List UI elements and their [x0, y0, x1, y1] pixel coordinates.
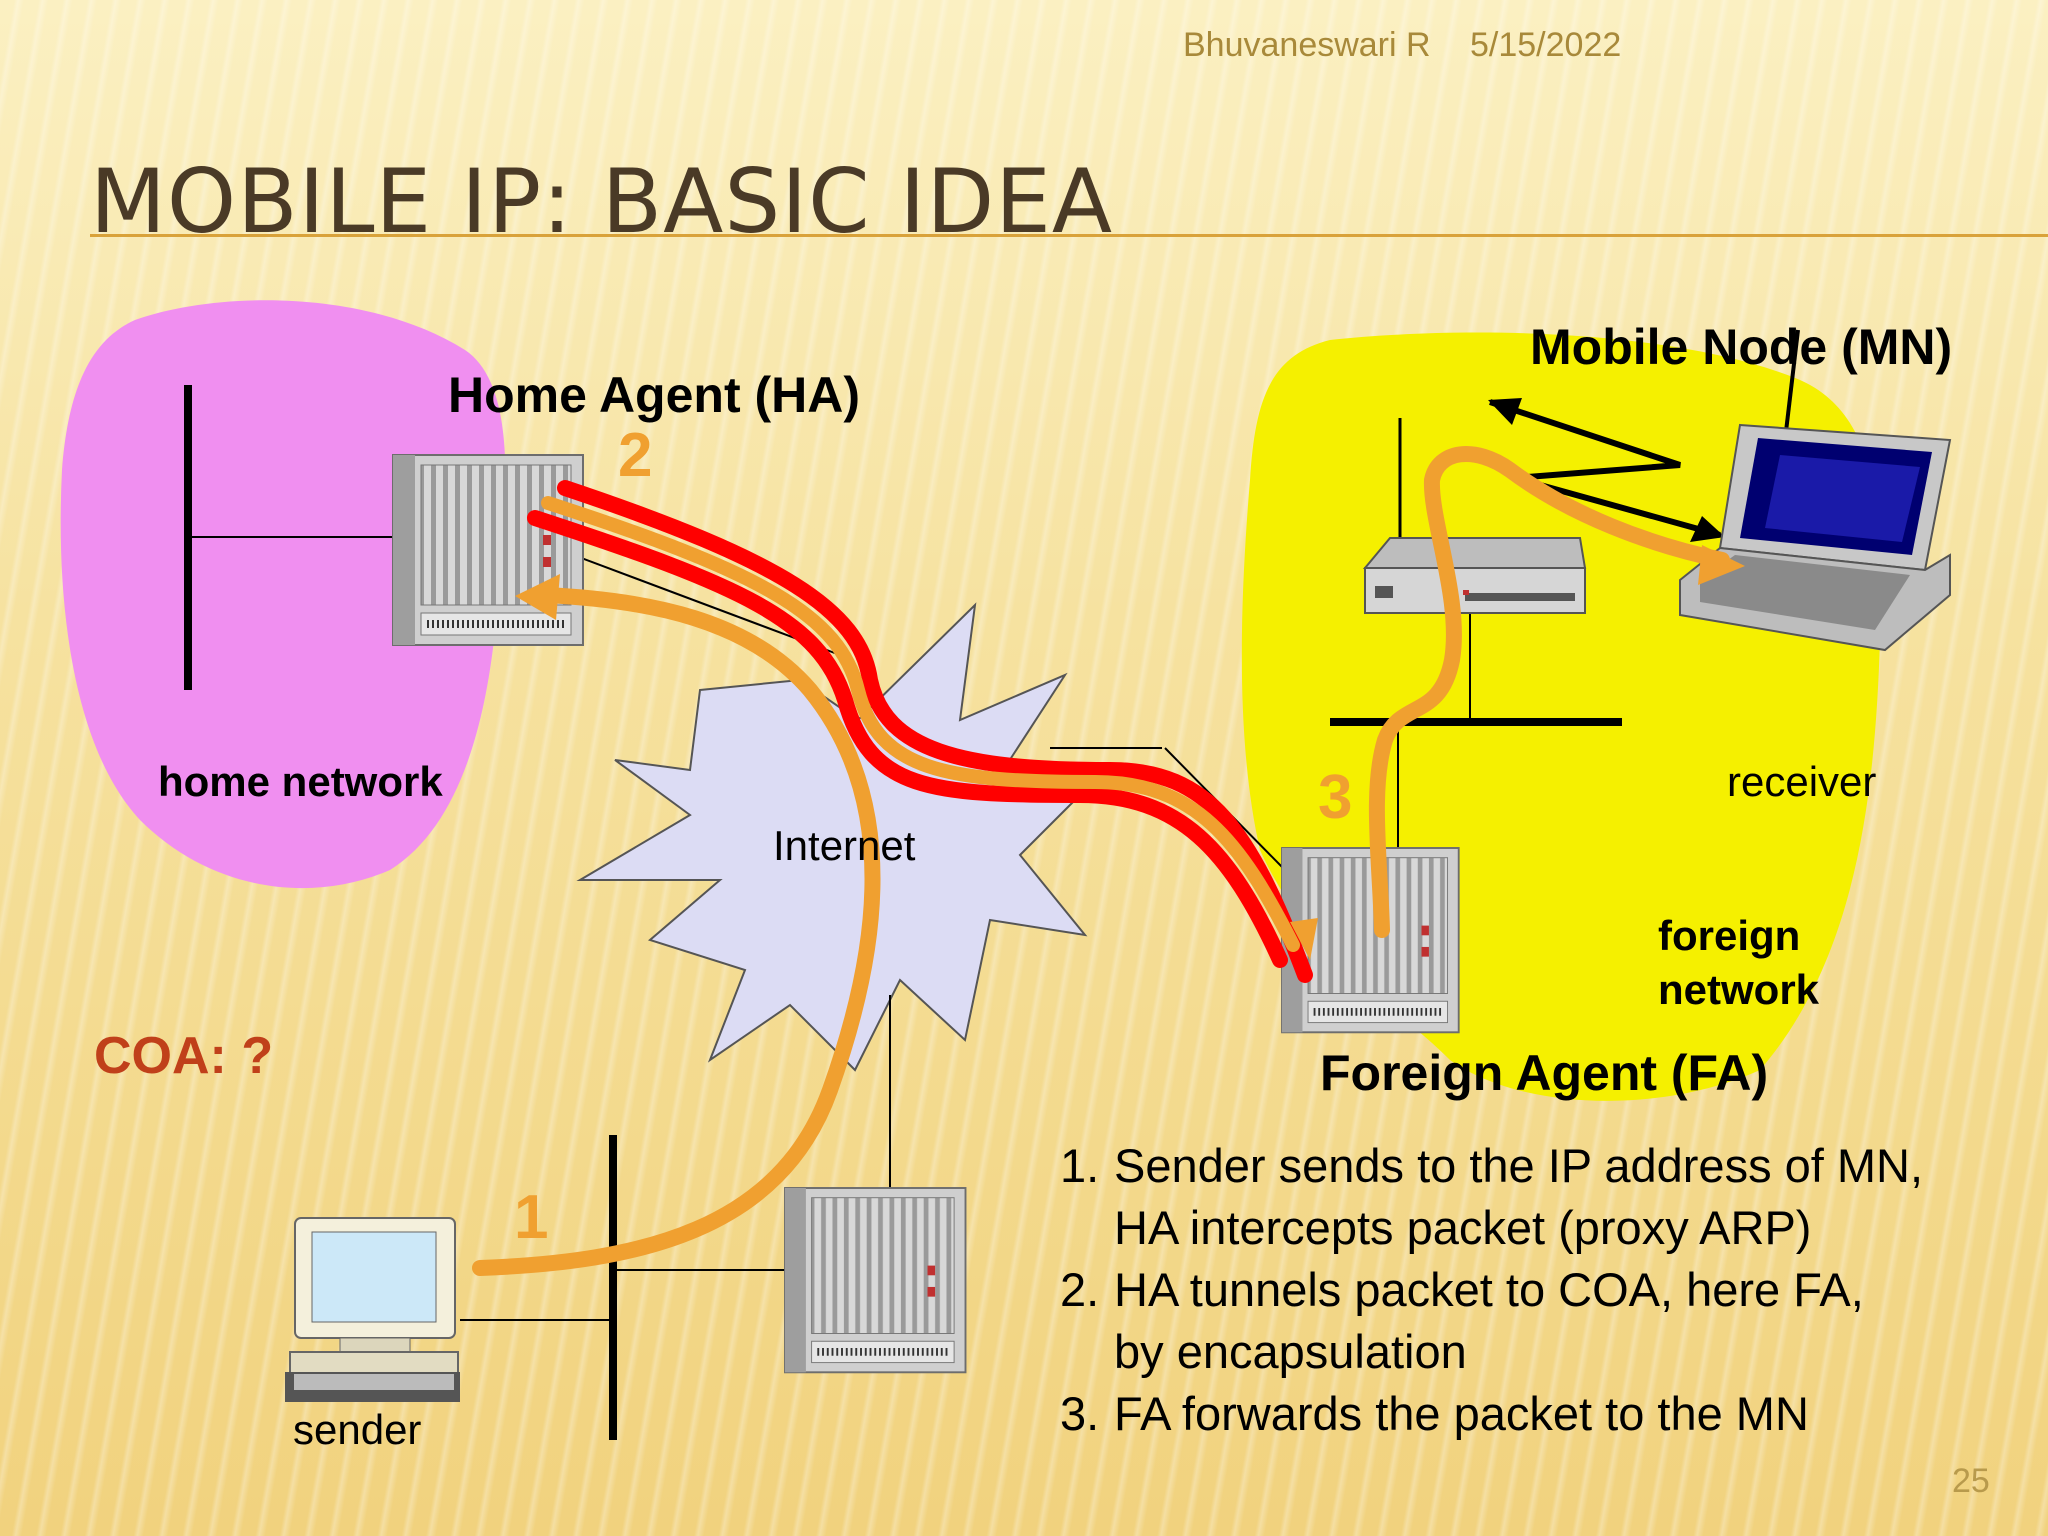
home-agent-label: Home Agent (HA)	[448, 367, 861, 423]
step-text: HA intercepts packet (proxy ARP)	[1114, 1201, 1812, 1254]
step-item: 1. Sender sends to the IP address of MN,…	[1060, 1135, 1923, 1259]
internet-label: Internet	[773, 822, 916, 869]
arrow-head-3	[1698, 545, 1745, 585]
laptop-icon	[1679, 423, 1952, 652]
access-point-icon	[1362, 537, 1587, 614]
title-underline	[90, 234, 2048, 237]
date-label: 5/15/2022	[1470, 26, 1622, 64]
step-text: HA tunnels packet to COA, here FA,	[1114, 1263, 1864, 1316]
foreign-network-label-line1: foreign	[1658, 912, 1801, 959]
step-number: 1.	[1060, 1139, 1100, 1192]
path-orange-3	[1368, 446, 1730, 938]
arrow-head-2	[1290, 918, 1318, 960]
path-number-1: 1	[514, 1183, 549, 1252]
author-label: Bhuvaneswari R	[1183, 26, 1431, 64]
tunnel-red-outer	[557, 480, 1313, 983]
step-item: 3. FA forwards the packet to the MN	[1060, 1383, 1923, 1445]
arrow-head-1	[515, 574, 560, 620]
receiver-label: receiver	[1727, 758, 1877, 805]
steps-list: 1. Sender sends to the IP address of MN,…	[1060, 1135, 1923, 1445]
step-number: 2.	[1060, 1263, 1100, 1316]
foreign-network-label-line2: network	[1658, 966, 1820, 1013]
home-network-area	[60, 300, 506, 889]
step-item: 2. HA tunnels packet to COA, here FA, by…	[1060, 1259, 1923, 1383]
sender-router-icon	[785, 1188, 966, 1372]
coa-label: COA: ?	[94, 1027, 274, 1085]
step-text: FA forwards the packet to the MN	[1114, 1387, 1809, 1440]
page-number: 25	[1952, 1462, 1990, 1500]
step-text: Sender sends to the IP address of MN,	[1114, 1139, 1924, 1192]
path-number-2: 2	[618, 421, 653, 490]
wireless-link	[1489, 399, 1721, 538]
step-number: 3.	[1060, 1387, 1100, 1440]
desktop-computer-icon	[285, 1217, 460, 1402]
path-number-3: 3	[1318, 763, 1353, 832]
internet-cloud	[576, 602, 1088, 1072]
path-orange-tunnel	[541, 496, 1300, 952]
foreign-agent-label: Foreign Agent (FA)	[1320, 1045, 1769, 1101]
home-network-label: home network	[158, 758, 443, 805]
tunnel-red-inner	[527, 510, 1288, 968]
mobile-node-label: Mobile Node (MN)	[1530, 319, 1953, 375]
path-orange-1	[472, 587, 881, 1276]
sender-label: sender	[293, 1406, 422, 1453]
step-text: by encapsulation	[1114, 1325, 1467, 1378]
